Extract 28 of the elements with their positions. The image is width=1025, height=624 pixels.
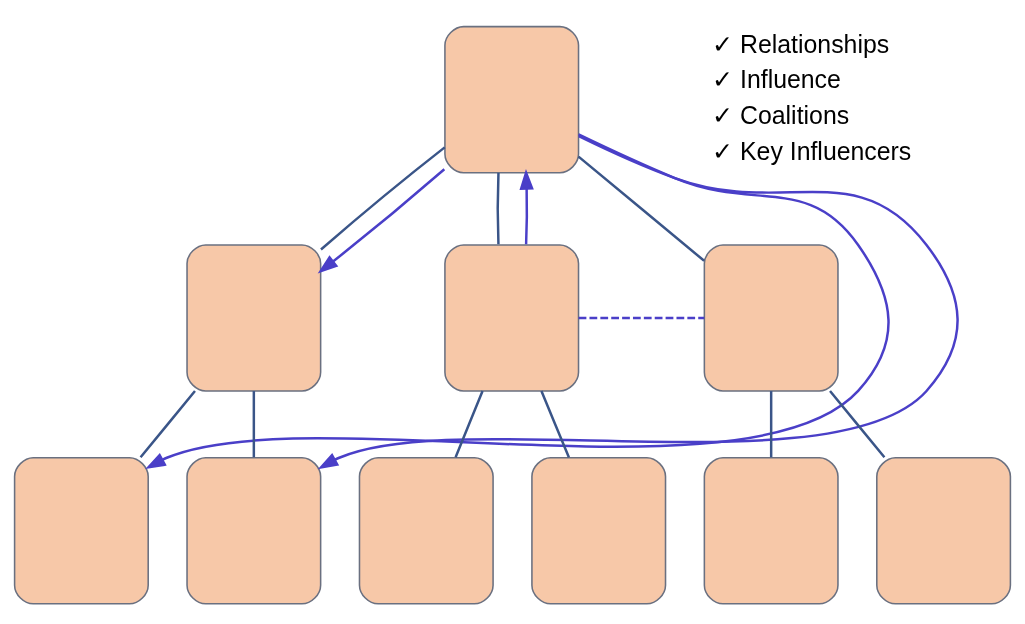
node-box (876, 456, 1012, 605)
arrow (317, 134, 959, 469)
label: ✓ Influence (712, 65, 841, 93)
node-box (358, 456, 494, 605)
node-box (186, 456, 322, 605)
connector (252, 390, 256, 457)
node-box (531, 456, 667, 605)
node-box (703, 456, 839, 605)
connector (320, 145, 446, 250)
connector (540, 390, 570, 458)
connector (769, 390, 773, 457)
node-box (186, 243, 322, 392)
connector (139, 389, 196, 458)
connector (577, 155, 705, 262)
label: ✓ Relationships (712, 30, 890, 58)
connector (454, 390, 484, 458)
label: ✓ Coalitions (712, 101, 850, 129)
node-box (13, 456, 149, 605)
node-box (444, 243, 580, 392)
arrow (519, 168, 534, 244)
connector (578, 316, 705, 319)
connector (829, 389, 886, 458)
arrow (317, 167, 446, 273)
node-box (444, 25, 580, 173)
connector (496, 172, 500, 244)
arrow (145, 132, 890, 469)
node-box (703, 243, 839, 392)
label: ✓ Key Influencers (712, 137, 912, 165)
